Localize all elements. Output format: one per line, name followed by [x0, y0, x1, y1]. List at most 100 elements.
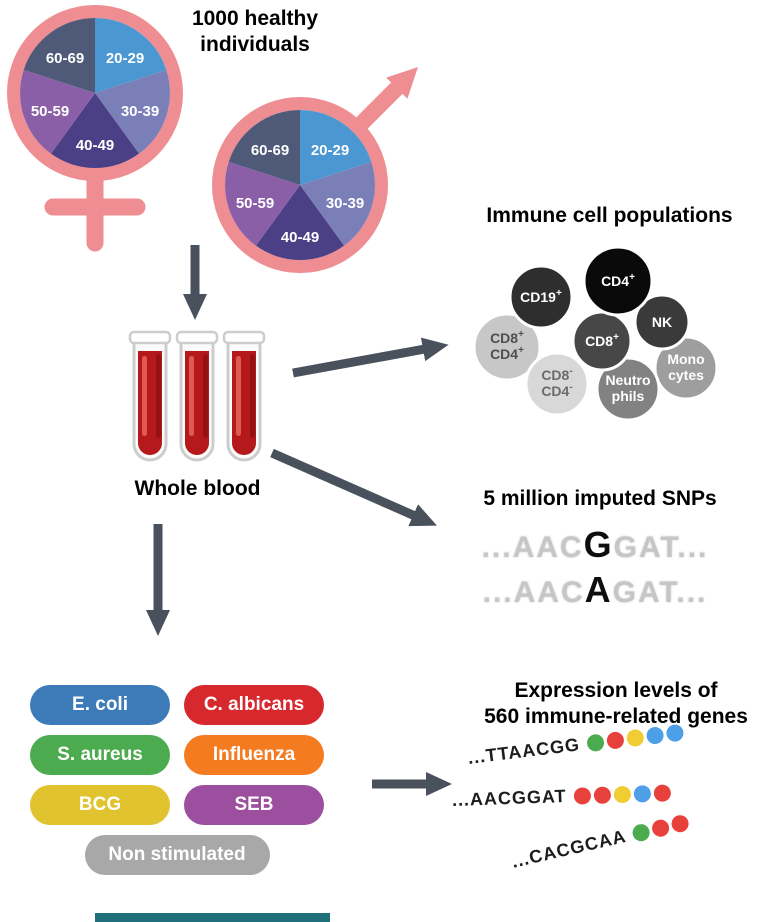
- cell-circle: [472, 312, 542, 382]
- gene-sequence: ...TTAACGG: [466, 734, 581, 768]
- expression-title: Expression levels of 560 immune-related …: [460, 678, 771, 730]
- stimulus-pill-influenza: Influenza: [184, 735, 324, 775]
- pie-slice-50-59: [224, 161, 300, 246]
- cohort-title-line1: 1000 healthy: [191, 7, 319, 30]
- pie-slice-60-69: [228, 110, 300, 185]
- tube-liquid-shade: [156, 354, 161, 438]
- cell-cd8-cd4-double-negative: CD8- CD4-: [524, 351, 590, 417]
- cell-monocytes: Mono cytes: [653, 335, 719, 401]
- snp-variant-allele: A: [584, 569, 613, 610]
- pie-label-60-69: 60-69: [46, 50, 84, 67]
- pie-slice-40-49: [50, 93, 140, 169]
- cell-label: NK: [652, 314, 672, 330]
- expression-dot: [625, 728, 645, 748]
- stimulus-pill-saureus: S. aureus: [30, 735, 170, 775]
- cropped-bottom-bar: [95, 913, 330, 922]
- blood-tube-3: [222, 330, 266, 462]
- expression-title-line2: 560 immune-related genes: [484, 705, 748, 728]
- cell-label: CD8+: [585, 332, 619, 349]
- female-age-pie: 20-29 30-39 40-49 50-59 60-69: [19, 18, 171, 169]
- immune-cell-cluster: CD8+ CD4+ CD8- CD4- CD19+ Mono cytes NK …: [472, 245, 719, 422]
- gene-sequence: ...AACGGAT: [451, 786, 567, 810]
- pie-label-20-29: 20-29: [311, 142, 349, 159]
- snp-sequence-row: ...AACAGAT...: [430, 569, 760, 614]
- expression-dot: [630, 822, 652, 843]
- stimulus-pill-calbicans: C. albicans: [184, 685, 324, 725]
- blood-tube-2: [175, 330, 219, 462]
- stimulus-pill-ecoli: E. coli: [30, 685, 170, 725]
- immune-title: Immune cell populations: [486, 204, 733, 227]
- cell-label: cytes: [668, 367, 704, 383]
- tube-liquid-shade: [203, 354, 208, 438]
- tube-cap: [222, 330, 266, 345]
- cohort-graphic: 20-29 30-39 40-49 50-59 60-69 20-29 30-3…: [7, 5, 418, 273]
- cell-label: CD4+: [490, 345, 524, 362]
- cell-circle: [633, 293, 691, 351]
- pie-label-40-49: 40-49: [76, 137, 114, 154]
- whole-blood-label: Whole blood: [134, 477, 261, 500]
- pie-slice-40-49: [255, 185, 345, 261]
- cell-label: Mono: [667, 351, 704, 367]
- cell-label: CD4-: [541, 382, 572, 399]
- cell-nk: NK: [633, 293, 691, 351]
- expression-dot: [633, 785, 651, 803]
- pie-label-50-59: 50-59: [236, 195, 274, 212]
- stimulus-pill-seb: SEB: [184, 785, 324, 825]
- pie-label-20-29: 20-29: [106, 50, 144, 67]
- pie-label-30-39: 30-39: [121, 103, 159, 120]
- expression-dot: [605, 730, 625, 750]
- expression-dot: [645, 726, 665, 746]
- snp-seq-post: GAT...: [613, 531, 709, 564]
- gene-expression-row: ...CACGCAA: [510, 812, 691, 873]
- snp-seq-post: GAT...: [612, 576, 708, 609]
- tube-liquid-highlight: [189, 356, 194, 436]
- expression-dot: [653, 784, 671, 802]
- snp-variant-allele: G: [583, 524, 614, 565]
- stimulus-pill-bcg: BCG: [30, 785, 170, 825]
- male-symbol-arrowhead: [386, 67, 418, 99]
- expression-dot: [593, 786, 611, 805]
- stimuli-panel: E. coli C. albicans S. aureus Influenza …: [30, 685, 324, 875]
- snps-title: 5 million imputed SNPs: [483, 487, 717, 510]
- snp-seq-pre: ...AAC: [482, 576, 585, 609]
- cell-circle: [524, 351, 590, 417]
- expression-dot: [665, 723, 685, 743]
- pie-slice-20-29: [300, 110, 372, 185]
- blood-tubes-icon: [128, 330, 266, 462]
- expression-title-line1: Expression levels of: [514, 679, 718, 702]
- male-age-pie: 20-29 30-39 40-49 50-59 60-69: [224, 110, 376, 261]
- pie-slice-20-29: [95, 18, 167, 93]
- pie-label-60-69: 60-69: [251, 142, 289, 159]
- tube-liquid-shade: [250, 354, 255, 438]
- snp-sequence-row: ...AACGGAT...: [430, 524, 760, 569]
- expression-dot: [573, 787, 591, 805]
- blood-tube-1: [128, 330, 172, 462]
- gene-sequence: ...CACGCAA: [509, 825, 629, 872]
- expression-dot: [650, 818, 671, 839]
- arrow-blood-to-cells: [292, 337, 449, 378]
- tube-liquid-highlight: [236, 356, 241, 436]
- cell-label: Neutro: [605, 372, 650, 388]
- cell-cd19: CD19+: [508, 264, 574, 330]
- cell-label: CD8+: [490, 329, 524, 346]
- cell-cd4: CD4+: [582, 245, 654, 317]
- tube-cap: [128, 330, 172, 345]
- expression-dot: [585, 733, 605, 753]
- pie-label-40-49: 40-49: [281, 229, 319, 246]
- cell-label: phils: [612, 388, 645, 404]
- cell-label: CD8-: [541, 366, 572, 383]
- pie-slice-30-39: [95, 69, 171, 154]
- cell-neutrophils: Neutro phils: [595, 356, 661, 422]
- gene-expression-row: ...AACGGAT: [452, 782, 671, 811]
- tube-liquid-highlight: [142, 356, 147, 436]
- tube-cap: [175, 330, 219, 345]
- cell-cd8-cd4-double-positive: CD8+ CD4+: [472, 312, 542, 382]
- expression-dot: [669, 813, 691, 834]
- pie-slice-60-69: [23, 18, 95, 93]
- pie-slice-30-39: [300, 161, 376, 246]
- stimulus-pill-nonstimulated: Non stimulated: [84, 835, 270, 875]
- cohort-title: 1000 healthy individuals: [155, 6, 355, 58]
- cell-circle: [582, 245, 654, 317]
- pie-label-50-59: 50-59: [31, 103, 69, 120]
